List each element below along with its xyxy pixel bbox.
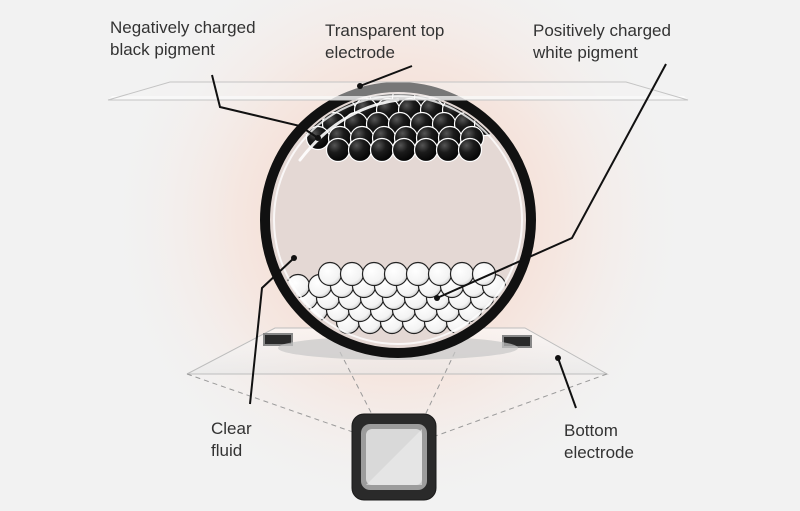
white-pigment-particle xyxy=(339,261,365,287)
capsule-highlight xyxy=(298,98,400,162)
white-pigment-particle xyxy=(383,261,409,287)
label-line: Bottom xyxy=(564,421,618,440)
capsule-shell xyxy=(260,82,536,358)
label-line: electrode xyxy=(325,43,395,62)
white-pigment-particle xyxy=(317,261,343,287)
top-electrode-plane-edge xyxy=(108,96,688,100)
white-pigment-cluster xyxy=(285,261,507,335)
label-clear-fluid: Clear fluid xyxy=(211,418,252,462)
black-pigment-particle xyxy=(347,137,373,163)
label-bottom-electrode: Bottom electrode xyxy=(564,420,634,464)
label-negatively-charged-black-pigment: Negatively charged black pigment xyxy=(110,17,256,61)
label-line: Positively charged xyxy=(533,21,671,40)
label-line: black pigment xyxy=(110,40,215,59)
bottom-electrode-left-pad xyxy=(263,333,293,346)
top-electrode-plane xyxy=(107,81,689,101)
black-pigment-particle xyxy=(369,137,395,163)
white-pigment-particle xyxy=(405,261,431,287)
leader-bottom-electrode xyxy=(557,357,577,409)
black-pigment-particle xyxy=(391,137,417,163)
label-transparent-top-electrode: Transparent top electrode xyxy=(325,20,444,64)
label-line: electrode xyxy=(564,443,634,462)
label-line: Clear xyxy=(211,419,252,438)
white-pigment-particle xyxy=(361,261,387,287)
leader-clear-fluid xyxy=(249,257,295,405)
black-pigment-particle xyxy=(413,137,439,163)
leader-negative-pigment xyxy=(211,74,319,139)
label-positively-charged-white-pigment: Positively charged white pigment xyxy=(533,20,671,64)
label-line: white pigment xyxy=(533,43,638,62)
white-pigment-particle xyxy=(449,261,475,287)
label-line: Transparent top xyxy=(325,21,445,40)
label-line: fluid xyxy=(211,441,243,460)
display-device xyxy=(351,413,437,501)
label-line: Negatively charged xyxy=(110,18,256,37)
black-pigment-particle xyxy=(457,137,483,163)
leader-top-electrode xyxy=(359,65,413,87)
leader-lines xyxy=(211,63,667,409)
black-pigment-particle xyxy=(325,137,351,163)
white-pigment-particle xyxy=(427,261,453,287)
black-pigment-particle xyxy=(435,137,461,163)
leader-positive-pigment xyxy=(436,63,667,299)
